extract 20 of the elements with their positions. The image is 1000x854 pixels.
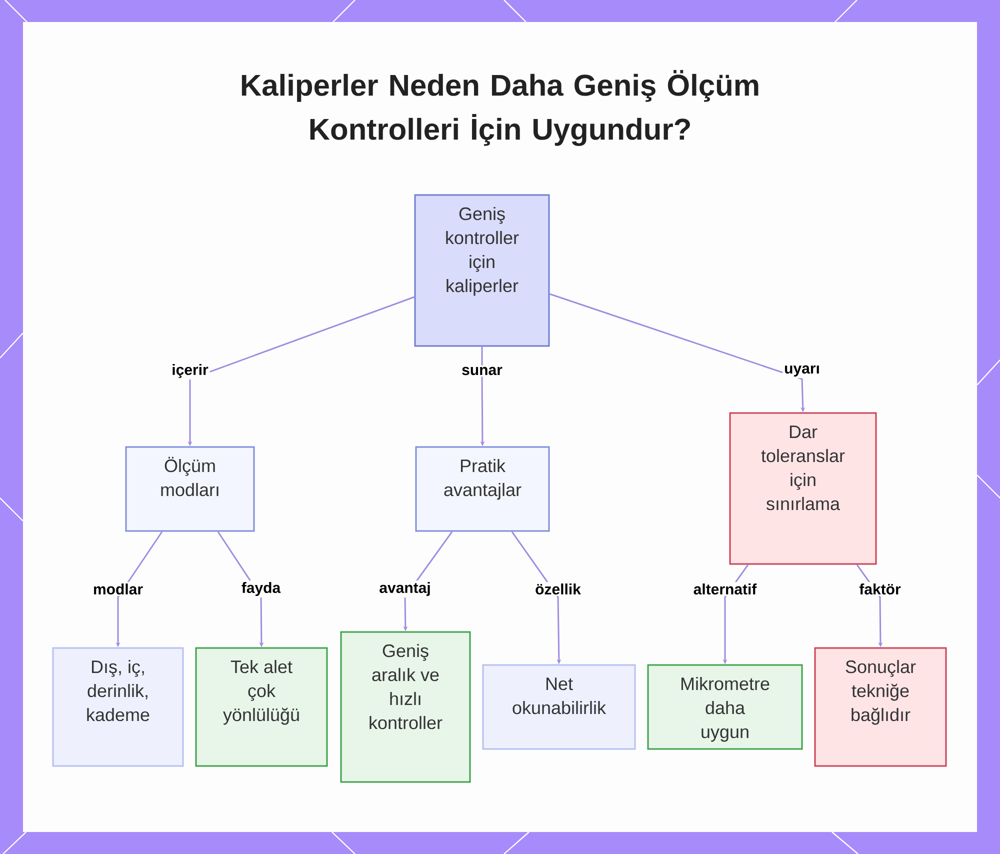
edge-label: uyarı — [782, 364, 822, 378]
process-box: Pratik avantajlar — [415, 446, 550, 532]
process-box: Sonuçlar tekniğe bağlıdır — [814, 647, 947, 767]
title: Kaliperler Neden Daha Geniş Ölçüm Kontrolleri İçin Uygundur? — [242, 70, 758, 146]
edge-label: sunar — [460, 365, 504, 377]
edge-label: fayda — [240, 580, 282, 598]
process-box: Dar toleranslar için sınırlama — [729, 412, 877, 565]
edge-label: faktör — [858, 582, 902, 596]
process-box: Geniş kontroller için kaliperler — [414, 194, 550, 347]
process-box: Ölçüm modları — [125, 446, 255, 532]
edge-label: alternatif — [692, 582, 758, 596]
process-box: Tek alet çok yönlülüğü — [195, 647, 328, 767]
process-box: Mikrometre daha uygun — [647, 664, 803, 750]
process-box: Geniş aralık ve hızlı kontroller — [340, 631, 471, 783]
edge-label: avantaj — [378, 580, 432, 598]
process-box: Net okunabilirlik — [482, 664, 636, 750]
edge-label: özellik — [534, 582, 582, 596]
edge-label: içerir — [170, 362, 210, 380]
edge-label: modlar — [92, 582, 144, 596]
process-box: Dış, iç, derinlik, kademe — [52, 647, 184, 767]
